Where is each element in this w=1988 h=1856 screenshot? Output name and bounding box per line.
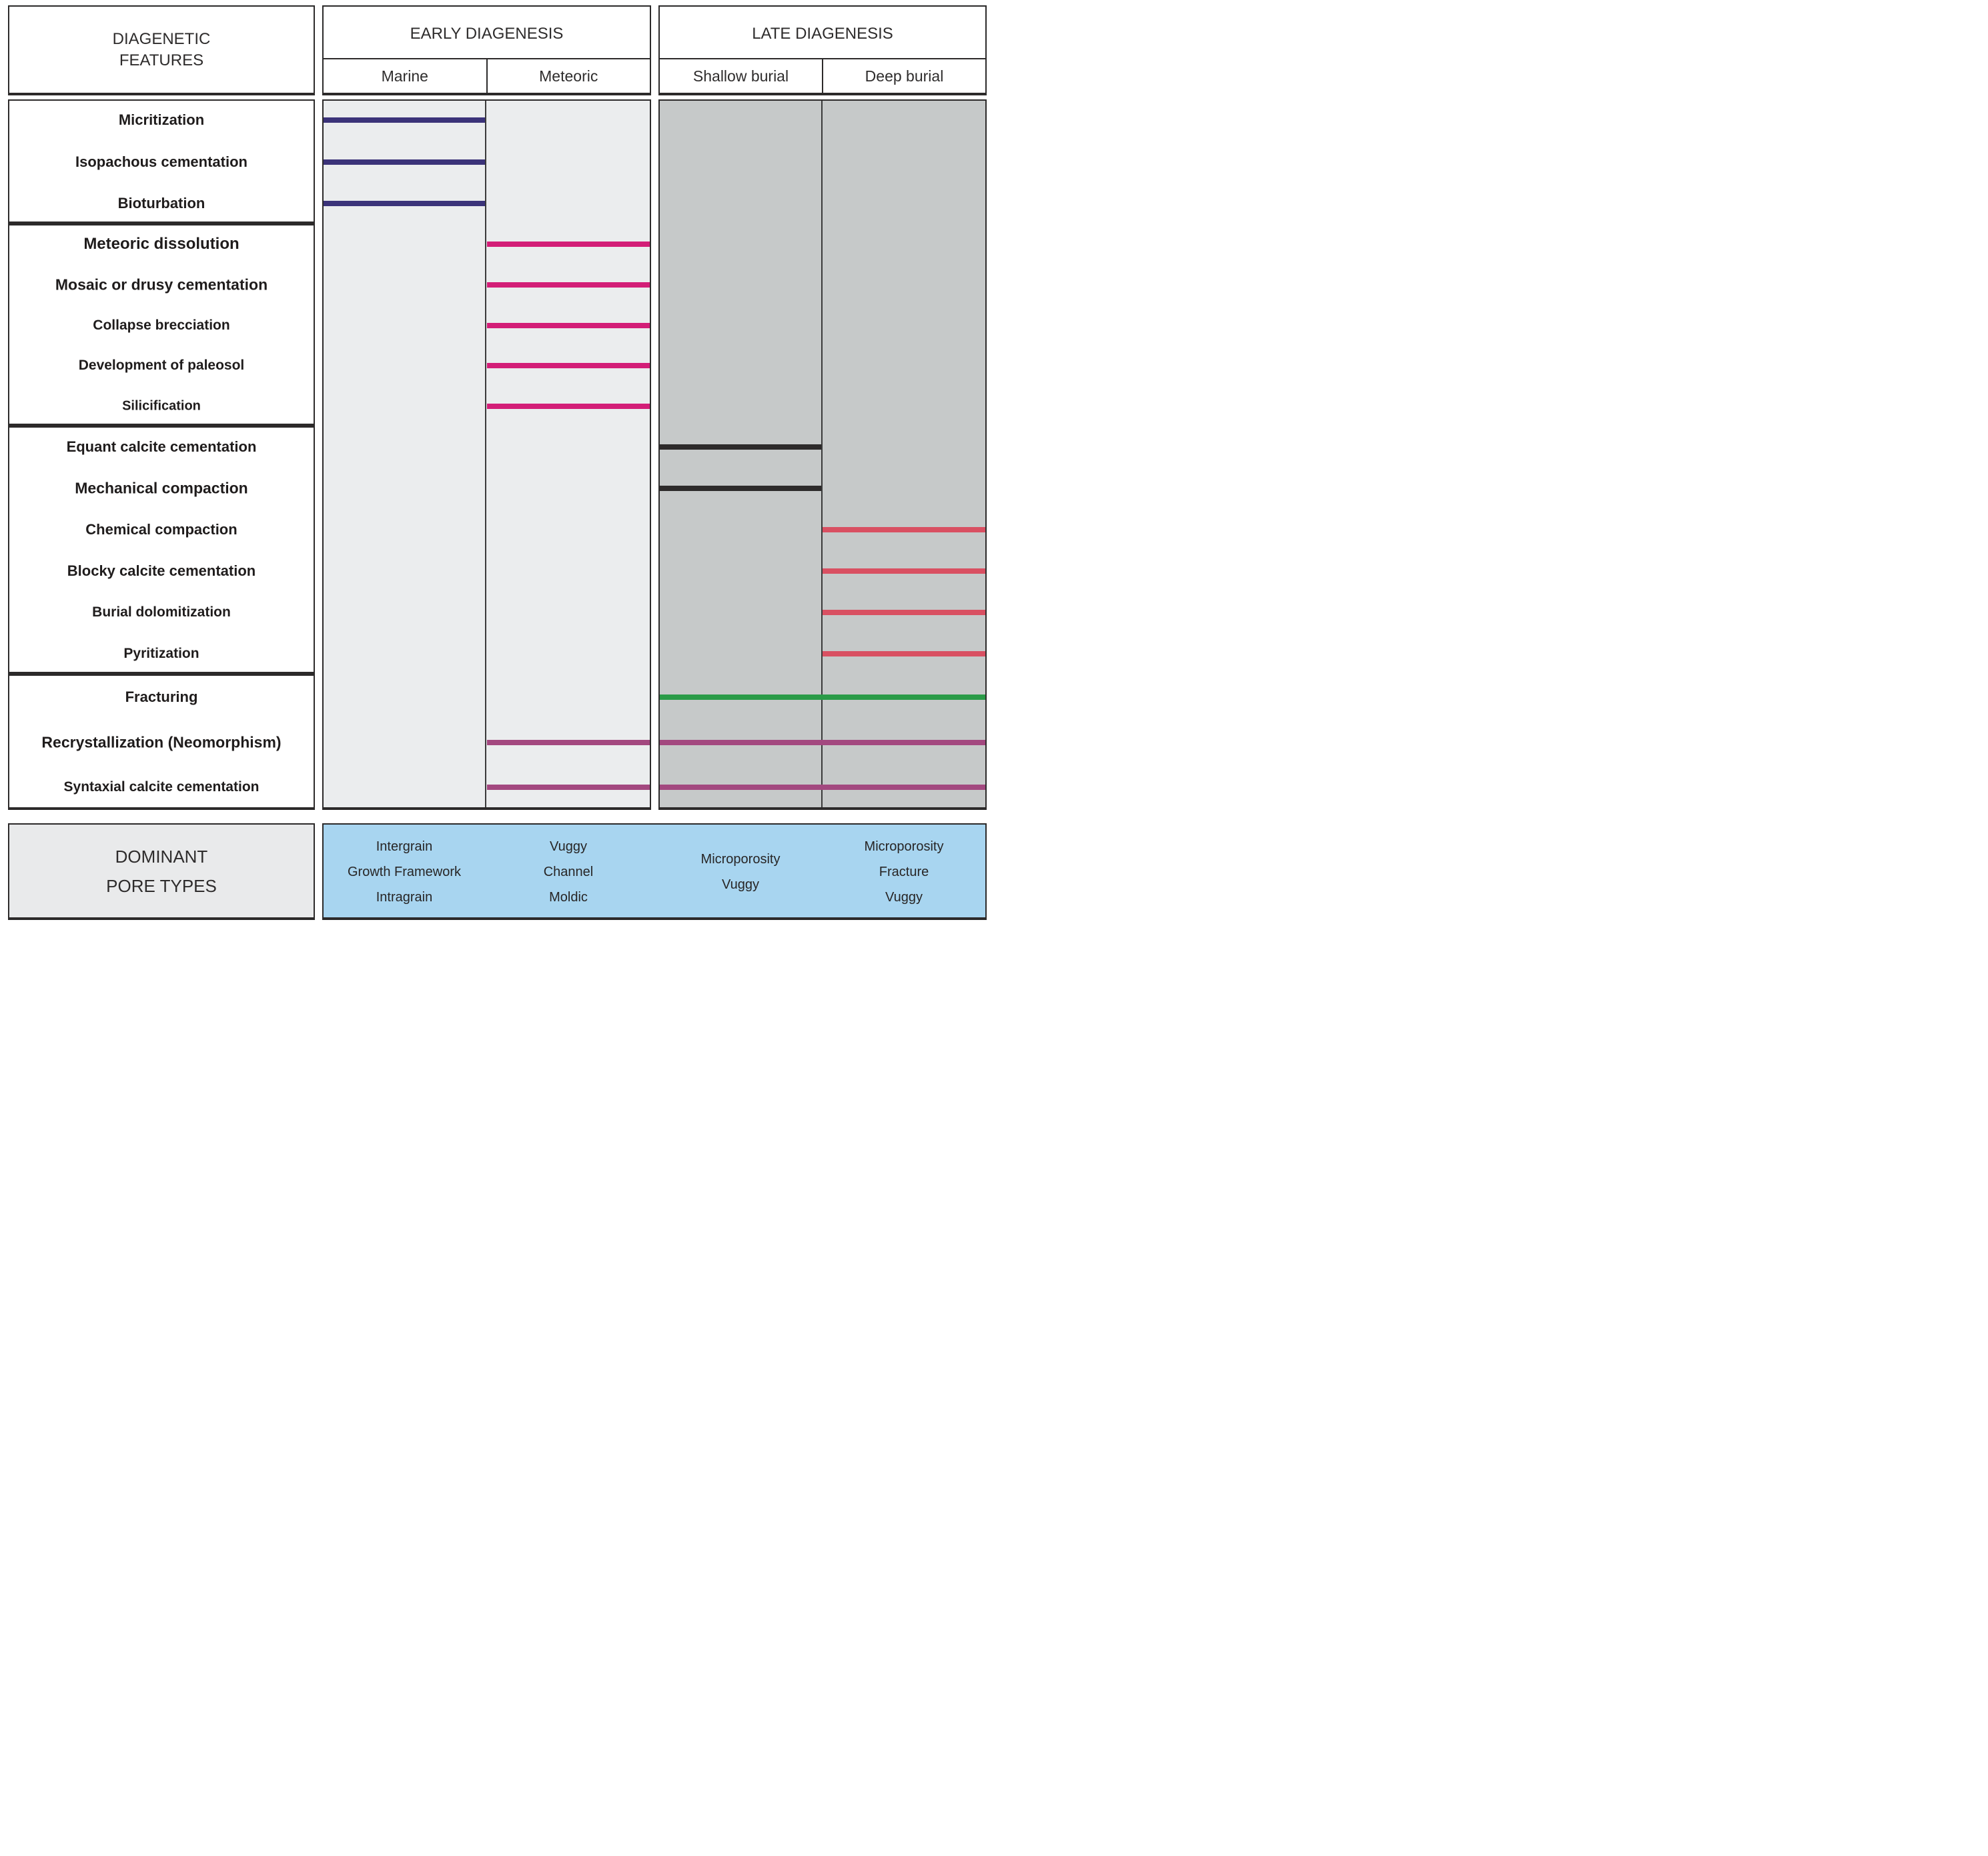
feature-label: Syntaxial calcite cementation xyxy=(63,779,260,795)
late-diagenesis-title: LATE DIAGENESIS xyxy=(752,24,893,43)
feature-label: Equant calcite cementation xyxy=(66,438,257,455)
timing-bar xyxy=(823,651,985,656)
dominant-pore-types-title: DOMINANT PORE TYPES xyxy=(9,825,314,917)
feature-label: Micritization xyxy=(118,111,205,129)
features-header-box: DIAGENETIC FEATURES xyxy=(8,5,315,95)
timing-bar xyxy=(487,282,650,288)
late-diagenesis-header-box: LATE DIAGENESIS Shallow burial Deep buri… xyxy=(658,5,987,95)
pore-type-item: Vuggy xyxy=(550,839,587,854)
pore-title-line1: DOMINANT xyxy=(115,846,208,867)
column-header-meteoric: Meteoric xyxy=(486,59,650,93)
timing-bar xyxy=(823,568,985,574)
timing-bar xyxy=(660,739,985,745)
pore-type-item: Vuggy xyxy=(722,877,759,892)
timing-bar xyxy=(487,403,650,409)
column-header-marine: Marine xyxy=(381,67,428,85)
timing-bar xyxy=(660,785,985,791)
dominant-pore-types-band xyxy=(322,823,987,920)
timing-bar xyxy=(823,610,985,615)
column-header-shallow-burial: Shallow burial xyxy=(692,67,789,85)
late-subheader-row: Shallow burial Deep burial xyxy=(660,58,985,93)
pore-type-item: Moldic xyxy=(549,889,588,905)
feature-label: Recrystallization (Neomorphism) xyxy=(41,733,282,751)
early-subheader-row: Marine Meteoric xyxy=(324,58,650,93)
features-title-line1: DIAGENETIC xyxy=(112,30,211,49)
feature-group-box-4 xyxy=(8,674,315,810)
timing-bar xyxy=(660,444,821,450)
timing-bar xyxy=(660,694,985,700)
pore-title-line2: PORE TYPES xyxy=(106,875,217,896)
timing-bar xyxy=(324,159,485,165)
features-header-title: DIAGENETIC FEATURES xyxy=(9,7,314,93)
early-diagenesis-column-area xyxy=(322,99,651,810)
early-diagenesis-title: EARLY DIAGENESIS xyxy=(410,24,564,43)
timing-bar xyxy=(823,527,985,532)
pore-type-item: Fracture xyxy=(879,864,929,879)
feature-label: Bioturbation xyxy=(117,194,205,211)
feature-label: Isopachous cementation xyxy=(75,153,247,170)
feature-group-box-1 xyxy=(8,99,315,224)
feature-label: Mechanical compaction xyxy=(75,479,248,497)
feature-label: Collapse brecciation xyxy=(93,317,230,333)
pore-type-item: Channel xyxy=(543,864,594,879)
column-header-deep-burial: Deep burial xyxy=(822,59,985,93)
pore-type-item: Microporosity xyxy=(864,839,944,854)
feature-label: Chemical compaction xyxy=(85,521,237,538)
timing-bar xyxy=(487,322,650,328)
feature-label: Blocky calcite cementation xyxy=(67,562,256,579)
paragenetic-sequence-chart: DIAGENETIC FEATURES EARLY DIAGENESIS Mar… xyxy=(0,0,994,928)
early-diagenesis-header-box: EARLY DIAGENESIS Marine Meteoric xyxy=(322,5,651,95)
pore-type-item: Intergrain xyxy=(376,839,433,854)
late-diagenesis-column-area xyxy=(658,99,987,810)
pore-type-item: Microporosity xyxy=(700,851,781,867)
feature-label: Development of paleosol xyxy=(78,358,245,374)
pore-type-item: Vuggy xyxy=(885,889,923,905)
feature-label: Silicification xyxy=(122,398,201,414)
pore-type-item: Intragrain xyxy=(376,889,433,905)
feature-group-box-2 xyxy=(8,224,315,426)
timing-bar xyxy=(487,363,650,369)
feature-group-box-3 xyxy=(8,426,315,674)
timing-bar xyxy=(487,785,650,791)
dominant-pore-types-header-box: DOMINANT PORE TYPES xyxy=(8,823,315,920)
marine-meteoric-divider xyxy=(485,101,486,807)
features-title-line2: FEATURES xyxy=(119,51,204,69)
timing-bar xyxy=(487,739,650,745)
feature-label: Pyritization xyxy=(123,646,199,661)
timing-bar xyxy=(324,117,485,123)
feature-label: Meteoric dissolution xyxy=(83,235,239,254)
pore-type-item: Growth Framework xyxy=(347,864,462,879)
timing-bar xyxy=(487,242,650,248)
feature-label: Fracturing xyxy=(125,688,198,705)
timing-bar xyxy=(324,200,485,206)
feature-label: Mosaic or drusy cementation xyxy=(55,276,268,294)
shallow-deep-divider xyxy=(821,101,823,807)
timing-bar xyxy=(660,486,821,491)
feature-label: Burial dolomitization xyxy=(92,604,231,620)
